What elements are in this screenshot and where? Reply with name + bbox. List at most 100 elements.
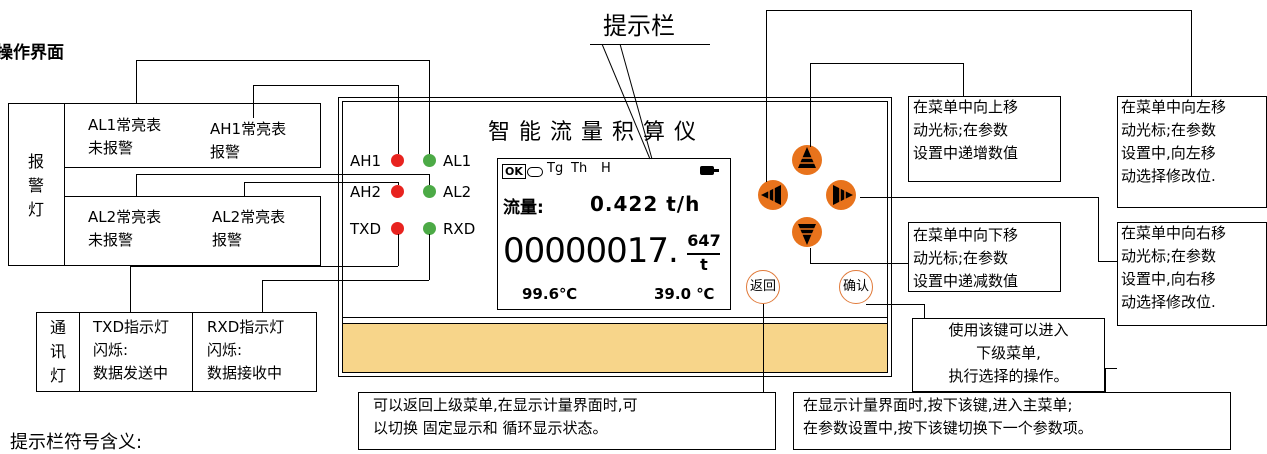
callout-right-text: 在菜单中向右移动光标;在参数设置中,向右移动选择修改位. xyxy=(1121,224,1227,311)
line-ah2 xyxy=(244,182,245,196)
comm-side-label: 通讯灯 xyxy=(49,318,66,385)
line-al1-h xyxy=(136,60,429,61)
line-up-h xyxy=(810,63,963,64)
hint-pointer xyxy=(601,44,653,160)
line-al2-h xyxy=(136,174,429,175)
txd-label: TXD xyxy=(350,220,381,238)
comm-divider xyxy=(192,312,193,392)
callout-confirm-text: 使用该键可以进入下级菜单,执行选择的操作。 xyxy=(948,321,1069,385)
al1-normal-text: AL1常亮表未报警 xyxy=(88,116,162,157)
line-al2 xyxy=(136,174,137,196)
line-left-v2 xyxy=(1191,10,1192,96)
ah1-label: AH1 xyxy=(350,152,382,170)
line-left-h xyxy=(766,10,1191,11)
temp-left: 99.6℃ xyxy=(522,285,578,303)
line-ah1-v xyxy=(398,85,399,154)
line-right-v xyxy=(1098,197,1099,261)
total-fraction-num: 647 xyxy=(687,231,721,250)
line-confirm-h xyxy=(866,304,924,305)
line-right-h xyxy=(860,197,1098,198)
callout-return-text: 可以返回上级菜单,在显示计量界面时,可以切换 固定显示和 循环显示状态。 xyxy=(373,396,638,437)
alarm-row-1 xyxy=(64,103,321,168)
line-ah2-v xyxy=(398,182,399,185)
hint-symbols-heading: 提示栏符号含义: xyxy=(10,432,143,453)
line-ah2-h xyxy=(244,182,398,183)
temp-right: 39.0 ℃ xyxy=(654,285,715,303)
line-rxd-h xyxy=(262,280,429,281)
arrow-pad xyxy=(758,145,856,247)
txd-led xyxy=(391,222,404,235)
fraction-bar xyxy=(687,253,720,255)
right-arrow-button[interactable] xyxy=(826,180,856,210)
total-fraction-unit: t xyxy=(700,255,708,274)
al1-led xyxy=(423,154,436,167)
oval-icon xyxy=(527,167,543,177)
device-name: 智能流量积算仪 xyxy=(488,120,706,145)
total-value: 00000017. xyxy=(503,231,679,271)
rxd-description: RXD指示灯闪烁:数据接收中 xyxy=(207,318,285,382)
al2-led xyxy=(423,185,436,198)
line-menu-v xyxy=(1105,368,1106,392)
lcd-screen: OK Tg Th H 流量: 0.422 t/h 00000017. 647 t… xyxy=(497,158,731,310)
callout-left xyxy=(1117,96,1267,208)
al2-label: AL2 xyxy=(443,183,472,201)
ah2-label: AH2 xyxy=(350,183,382,201)
th-status: Th xyxy=(571,161,588,176)
line-txd xyxy=(130,266,131,312)
line-txd-h xyxy=(130,266,398,267)
line-up-v xyxy=(810,63,811,147)
alarm-side-label: 报警灯 xyxy=(27,152,44,219)
line-down-v xyxy=(810,248,811,263)
al2-on-text: AL2常亮表报警 xyxy=(212,208,286,249)
down-arrow-button[interactable] xyxy=(792,217,822,247)
callout-confirm xyxy=(912,318,1105,392)
callout-return xyxy=(358,392,776,450)
callout-down-text: 在菜单中向下移动光标;在参数设置中递减数值 xyxy=(913,226,1019,290)
left-arrow-button[interactable] xyxy=(758,180,788,210)
ah1-led xyxy=(391,154,404,167)
al2-normal-text: AL2常亮表未报警 xyxy=(88,208,162,249)
line-rxd-v xyxy=(429,234,430,280)
comm-box xyxy=(79,312,317,392)
alarm-row-2 xyxy=(64,196,321,266)
h-status: H xyxy=(601,161,611,176)
al1-label: AL1 xyxy=(443,152,472,170)
rxd-led xyxy=(423,222,436,235)
flow-label: 流量: xyxy=(503,198,544,218)
txd-description: TXD指示灯闪烁:数据发送中 xyxy=(93,318,169,382)
hint-bar-title: 提示栏 xyxy=(603,12,675,40)
plug-icon-pin xyxy=(712,169,719,172)
line-down-h xyxy=(810,263,908,264)
device-bottom-strip xyxy=(342,323,888,373)
confirm-button[interactable]: 确认 xyxy=(839,270,873,304)
line-menu-h xyxy=(1105,368,1117,369)
alarm-connector-left xyxy=(64,167,65,197)
line-return-v xyxy=(763,304,764,392)
device-strip-divider xyxy=(342,317,888,318)
callout-up-text: 在菜单中向上移动光标;在参数设置中递增数值 xyxy=(913,98,1019,162)
callout-menu-text: 在显示计量界面时,按下该键,进入主菜单;在参数设置中,按下该键切换下一个参数项。 xyxy=(803,396,1093,437)
callout-right xyxy=(1117,222,1267,326)
comm-side-box xyxy=(36,312,80,392)
callout-menu xyxy=(793,392,1231,450)
line-ah1 xyxy=(253,85,254,118)
return-button[interactable]: 返回 xyxy=(746,270,780,304)
line-right-h2 xyxy=(1098,261,1117,262)
up-arrow-button[interactable] xyxy=(792,145,822,175)
line-up-v2 xyxy=(963,63,964,96)
line-al1-v xyxy=(429,60,430,154)
ok-icon: OK xyxy=(502,164,526,179)
hint-title-underline xyxy=(590,44,710,45)
line-left-v xyxy=(766,10,767,182)
page-heading: 操作界面 xyxy=(0,43,64,63)
line-al2-v xyxy=(429,174,430,185)
line-confirm-v xyxy=(924,304,925,318)
callout-up xyxy=(908,96,1061,182)
plug-icon xyxy=(700,166,714,175)
flow-value: 0.422 t/h xyxy=(590,192,701,216)
tg-status: Tg xyxy=(547,161,564,176)
ah1-on-text: AH1常亮表报警 xyxy=(210,120,287,161)
line-txd-v xyxy=(398,234,399,266)
ah2-led xyxy=(391,185,404,198)
callout-left-text: 在菜单中向左移动光标;在参数设置中,向左移动选择修改位. xyxy=(1121,98,1227,185)
